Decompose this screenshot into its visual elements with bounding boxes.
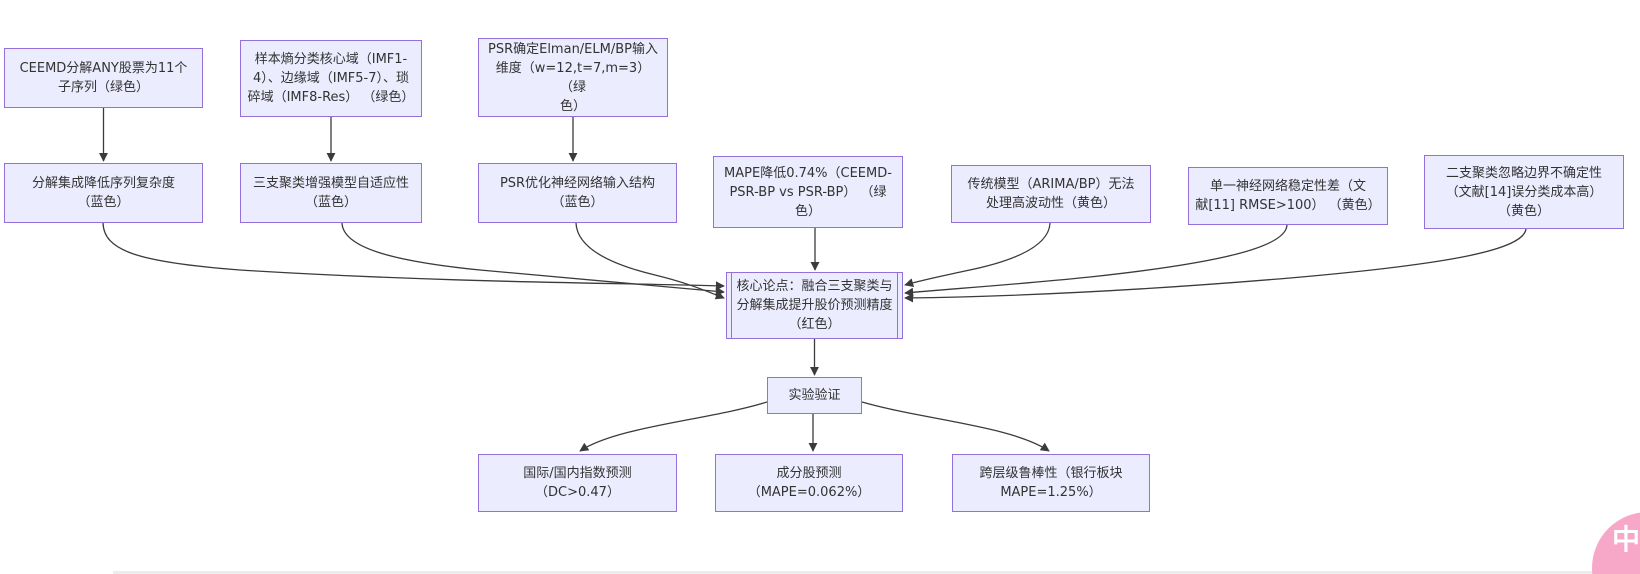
edge-psr-benefit-to-core-thesis (575, 222, 725, 300)
bottom-edge-line (113, 571, 1640, 574)
flowchart-node-psr-benefit: PSR优化神经网络输入结构 （蓝色） (478, 163, 677, 223)
flowchart-node-sample-entropy: 样本熵分类核心域（IMF1- 4）、边缘域（IMF5-7）、琐 碎域（IMF8-… (240, 40, 422, 117)
flowchart-node-three-way-benefit: 三支聚类增强模型自适应性 （蓝色） (240, 163, 422, 223)
edge-three-way-benefit-to-core-thesis (341, 222, 725, 296)
edge-decomposition-benefit-to-core-thesis (102, 222, 725, 291)
edge-two-way-limitation-to-core-thesis (904, 228, 1527, 303)
translate-zh-glyph: 中 (1612, 524, 1640, 555)
flowchart-node-mape-evidence: MAPE降低0.74%（CEEMD- PSR-BP vs PSR-BP） （绿 … (713, 156, 903, 228)
flowchart-node-psr-dimension: PSR确定Elman/ELM/BP输入 维度（w=12,t=7,m=3） （绿 … (478, 38, 668, 117)
flowchart-node-single-nn-limitation: 单一神经网络稳定性差（文 献[11] RMSE>100） （黄色） (1188, 167, 1388, 225)
flowchart-node-index-prediction: 国际/国内指数预测 （DC>0.47） (478, 454, 677, 512)
flowchart-node-two-way-limitation: 二支聚类忽略边界不确定性 （文献[14]误分类成本高） （黄色） (1424, 155, 1624, 229)
edge-single-nn-limitation-to-core-thesis (904, 224, 1288, 297)
flowchart-node-traditional-limitation: 传统模型（ARIMA/BP）无法 处理高波动性（黄色） (951, 165, 1151, 223)
flowchart-node-ceemd-decompose: CEEMD分解ANY股票为11个 子序列（绿色） (4, 48, 203, 108)
flowchart-node-experiment: 实验验证 (767, 377, 862, 414)
edge-traditional-limitation-to-core-thesis (904, 222, 1051, 288)
flowchart-node-decomposition-benefit: 分解集成降低序列复杂度 （蓝色） (4, 163, 203, 223)
flowchart-node-core-thesis: 核心论点：融合三支聚类与 分解集成提升股价预测精度 （红色） (726, 272, 903, 339)
edge-experiment-to-robustness (861, 401, 1050, 452)
flowchart-node-constituent-prediction: 成分股预测 （MAPE=0.062%） (715, 454, 903, 512)
edge-experiment-to-index-prediction (579, 401, 768, 452)
flowchart-node-robustness: 跨层级鲁棒性（银行板块 MAPE=1.25%） (952, 454, 1150, 512)
